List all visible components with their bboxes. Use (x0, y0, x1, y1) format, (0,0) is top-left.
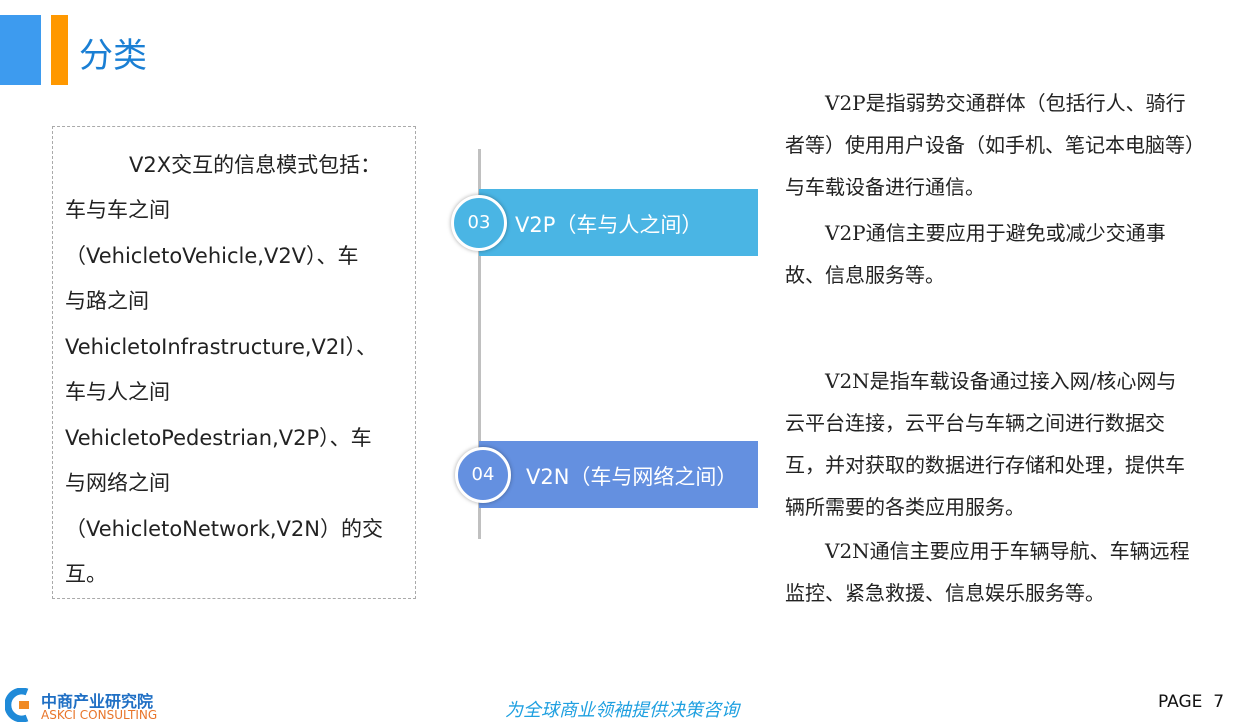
intro-line: 与网络之间 (65, 471, 170, 495)
paragraph: V2P通信主要应用于避免或减少交通事故、信息服务等。 (785, 221, 1166, 287)
intro-box: V2X交互的信息模式包括： 车与车之间 （VehicletoVehicle,V2… (52, 126, 416, 599)
logo-text-cn: 中商产业研究院 (41, 692, 154, 711)
intro-line: 车与人之间 (65, 380, 170, 404)
logo-text-en: ASKCI CONSULTING (41, 708, 158, 722)
footer-slogan: 为全球商业领袖提供决策咨询 (505, 700, 739, 721)
page-title: 分类 (79, 36, 147, 76)
intro-line: VehicletoPedestrian,V2P）、车 (65, 426, 372, 450)
intro-line: V2X交互的信息模式包括： (129, 153, 382, 177)
step-badge: 03 (451, 195, 507, 251)
paragraph: V2N通信主要应用于车辆导航、车辆远程监控、紧急救援、信息娱乐服务等。 (785, 539, 1190, 605)
logo-icon (5, 688, 29, 722)
header-accent-blue (0, 15, 41, 85)
band-label: V2N（车与网络之间） (526, 465, 738, 489)
timeline-band-v2n: V2N（车与网络之间） (479, 441, 758, 508)
header-accent-orange (51, 15, 68, 85)
paragraph: V2P是指弱势交通群体（包括行人、骑行者等）使用用户设备（如手机、笔记本电脑等）… (785, 91, 1195, 199)
intro-line: VehicletoInfrastructure,V2I）、 (65, 335, 377, 359)
intro-line: 车与车之间 (65, 198, 170, 222)
intro-line: 与路之间 (65, 289, 149, 313)
intro-line: （VehicletoNetwork,V2N）的交 (65, 517, 383, 541)
step-badge: 04 (455, 447, 511, 503)
intro-line: 互。 (65, 562, 107, 586)
timeline-line (478, 149, 481, 539)
paragraph: V2N是指车载设备通过接入网/核心网与云平台连接，云平台与车辆之间进行数据交互，… (785, 369, 1185, 519)
band-label: V2P（车与人之间） (515, 213, 703, 237)
v2n-description: V2N是指车载设备通过接入网/核心网与云平台连接，云平台与车辆之间进行数据交互，… (785, 360, 1195, 614)
v2p-description: V2P是指弱势交通群体（包括行人、骑行者等）使用用户设备（如手机、笔记本电脑等）… (785, 82, 1195, 296)
intro-line: （VehicletoVehicle,V2V）、车 (65, 244, 359, 268)
page-number: PAGE 7 (1158, 692, 1225, 712)
timeline-band-v2p: V2P（车与人之间） (479, 189, 758, 256)
